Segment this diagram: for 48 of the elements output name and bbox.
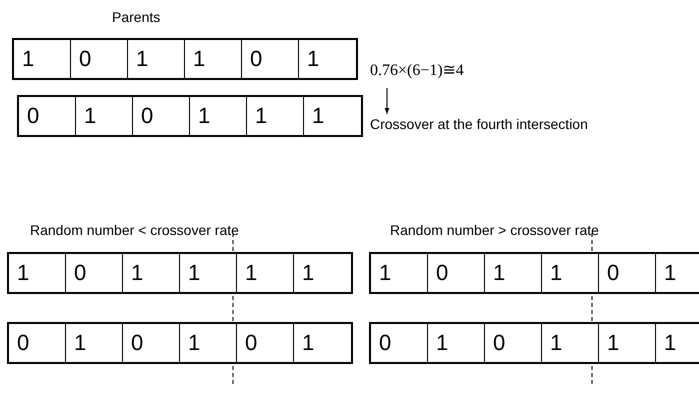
heading-label: Parents [112,9,160,25]
gene-cell: 1 [14,40,71,78]
gene-cell: 1 [76,97,133,135]
chromosome-row [7,252,353,294]
condition-label: Random number < crossover rate [30,222,239,238]
chromosome-row [12,38,358,80]
condition-label: Random number > crossover rate [390,222,599,238]
gene-cell: 0 [66,254,123,292]
gene-cell: 1 [190,97,247,135]
gene-cell: 1 [9,254,66,292]
gene-cell: 1 [485,254,542,292]
gene-cell: 1 [428,324,485,362]
gene-cell: 0 [428,254,485,292]
gene-cell: 1 [237,254,294,292]
gene-cell: 1 [180,324,237,362]
formula-text: 0.76×(6−1)≅4 [370,60,464,80]
chromosome-row [369,252,699,294]
gene-cell-text: 1 [311,102,326,130]
result-text: Crossover at the fourth intersection [370,116,588,132]
gene-cell: 0 [123,324,180,362]
gene-cell: 0 [133,97,190,135]
gene-cell-text: 1 [301,259,316,287]
gene-cell: 0 [599,254,656,292]
gene-cell: 1 [128,40,185,78]
gene-cell-text: 1 [663,329,678,357]
gene-cell: 0 [237,324,294,362]
gene-cell: 1 [247,97,304,135]
gene-cell: 1 [542,254,599,292]
gene-cell: 0 [242,40,299,78]
gene-cell-text: 1 [306,45,320,73]
chromosome-row [7,322,353,364]
gene-cell: 0 [19,97,76,135]
gene-cell: 0 [485,324,542,362]
chromosome-row [17,95,363,137]
gene-cell: 1 [599,324,656,362]
gene-cell: 1 [180,254,237,292]
gene-cell: 0 [9,324,66,362]
gene-cell: 1 [185,40,242,78]
gene-cell: 1 [371,254,428,292]
gene-cell-text: 1 [301,329,316,357]
gene-cell: 0 [71,40,128,78]
gene-cell: 1 [542,324,599,362]
arrow [384,88,390,114]
chromosome-row [369,322,699,364]
gene-cell: 0 [371,324,428,362]
gene-cell: 1 [123,254,180,292]
gene-cell: 1 [66,324,123,362]
gene-cell-text: 1 [663,259,678,287]
